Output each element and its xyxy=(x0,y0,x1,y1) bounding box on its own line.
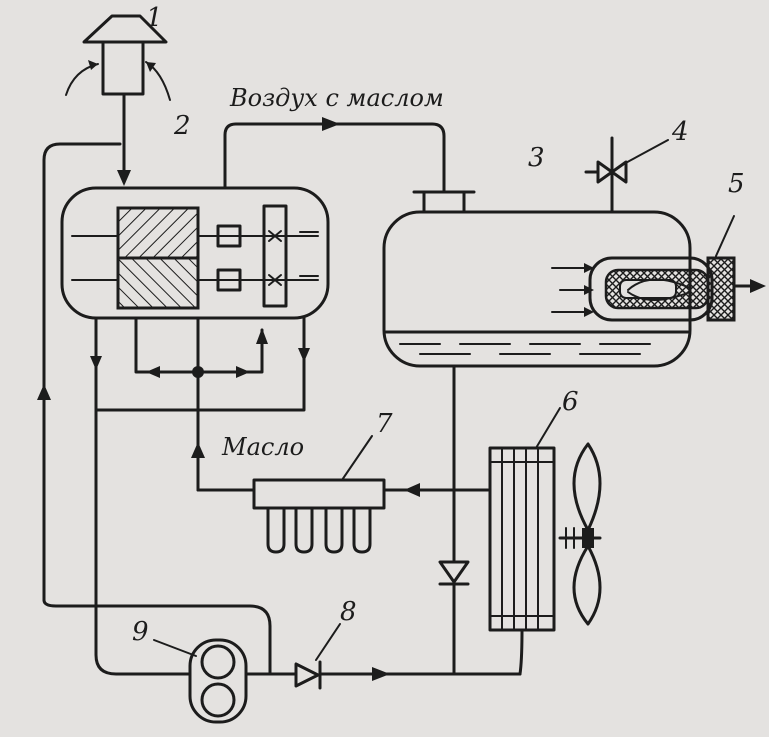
relief-valve xyxy=(584,136,669,214)
air-oil-line xyxy=(223,117,446,194)
callout-4: 4 xyxy=(671,117,689,147)
callout-9: 9 xyxy=(132,617,149,647)
callout-2: 2 xyxy=(173,111,191,141)
air-inlet-pipe xyxy=(117,92,131,186)
bottom-pipeline xyxy=(37,142,524,690)
callout-6: 6 xyxy=(562,387,579,417)
oil-cooler xyxy=(488,407,561,632)
fine-separator-element xyxy=(551,215,766,322)
callout-5: 5 xyxy=(728,169,745,199)
screw-compressor xyxy=(60,186,330,320)
oil-filter-manifold xyxy=(252,435,386,554)
callout-7: 7 xyxy=(376,409,393,439)
callout-3: 3 xyxy=(528,143,545,173)
pump xyxy=(153,638,248,724)
callout-8: 8 xyxy=(340,597,357,627)
oil-label: Масло xyxy=(221,433,304,461)
oil-distribution-lines xyxy=(94,316,310,492)
oil-return-line xyxy=(382,364,490,676)
callout-1: 1 xyxy=(146,3,163,33)
cooling-fan xyxy=(558,442,602,626)
air-oil-label: Воздух с маслом xyxy=(229,84,444,112)
